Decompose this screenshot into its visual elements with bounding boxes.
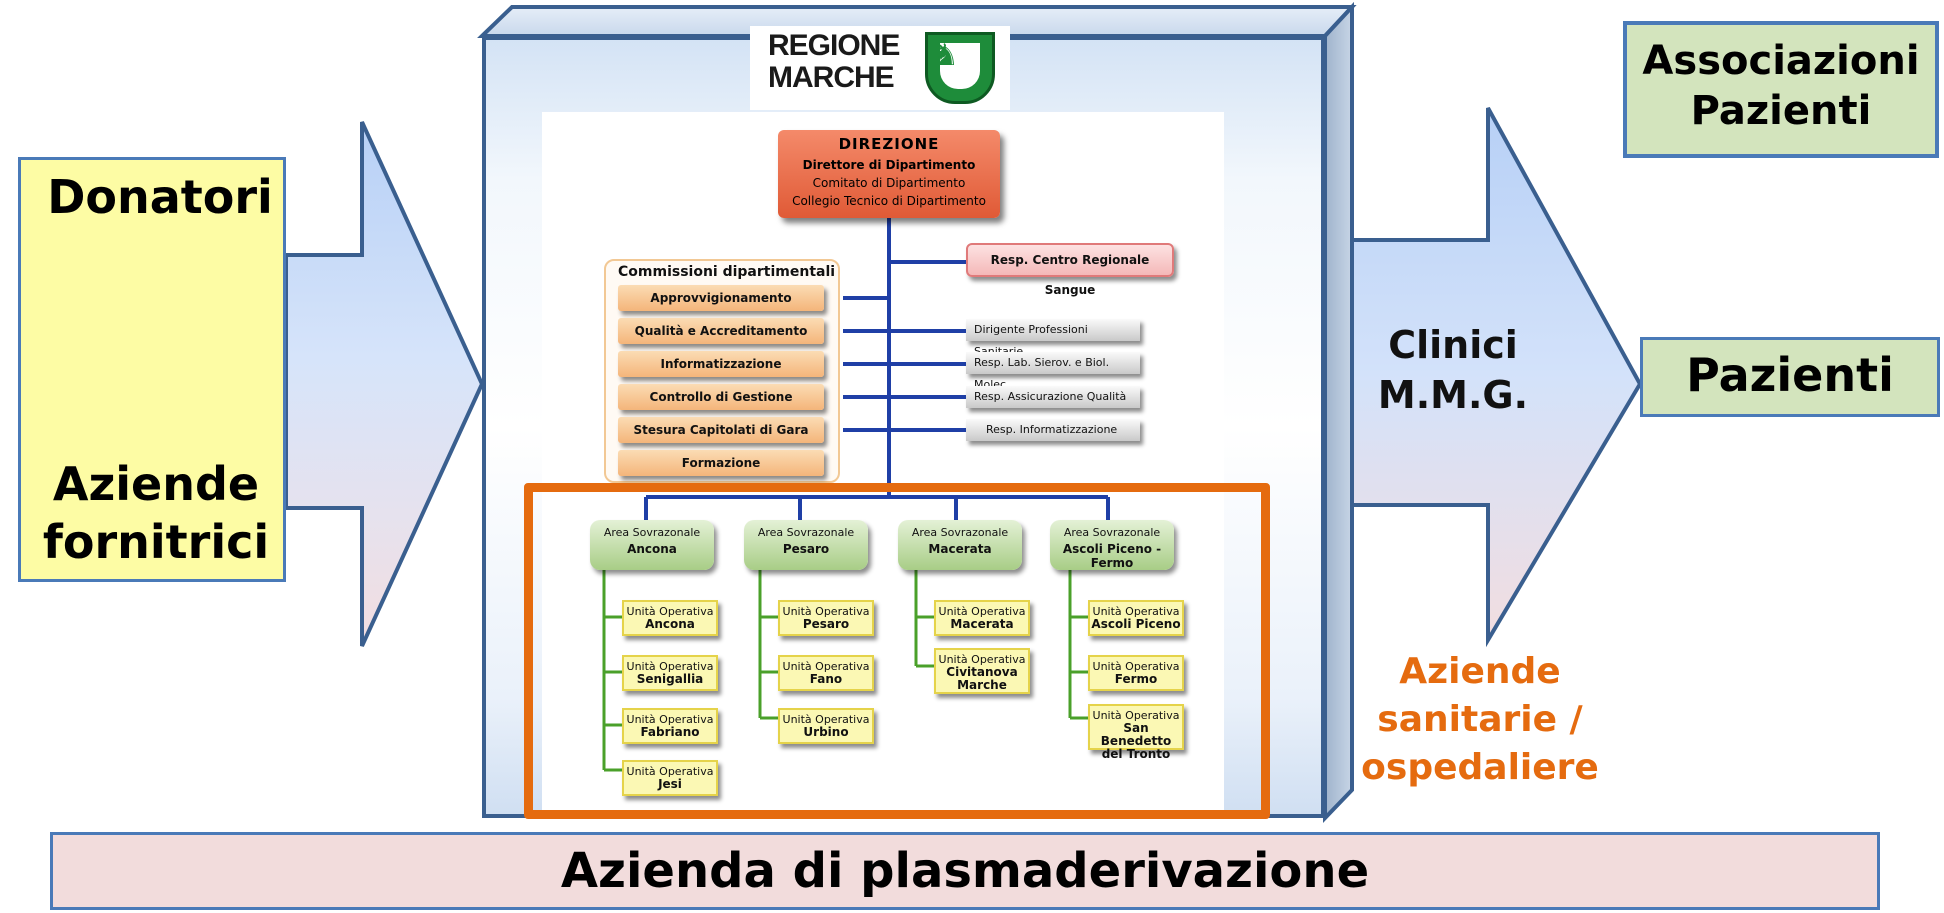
- unita-operativa: Unità Operativa Pesaro: [778, 600, 874, 636]
- area-name: Pesaro: [782, 542, 830, 556]
- commissione-item: Stesura Capitolati di Gara: [618, 417, 824, 443]
- staff-item: Resp. Informatizzazione: [966, 419, 1140, 441]
- unita-operativa: Unità Operativa Fano: [778, 655, 874, 691]
- unit-name: Senigallia: [636, 672, 704, 686]
- area-name: Ascoli Piceno - Fermo: [1062, 542, 1162, 570]
- resp-centro-regionale-sangue: Resp. Centro Regionale Sangue: [966, 243, 1174, 297]
- area-label: Area Sovrazonale: [1063, 526, 1161, 539]
- unit-label: Unità Operativa: [626, 713, 714, 726]
- unita-operativa: Unità Operativa Senigallia: [622, 655, 718, 691]
- unit-label: Unità Operativa: [782, 660, 870, 673]
- associazioni-pazienti-box: [1623, 21, 1939, 158]
- unit-name: Fabriano: [640, 725, 700, 739]
- unita-operativa: Unità Operativa Fermo: [1088, 655, 1184, 691]
- left-flow-arrow: [284, 121, 485, 647]
- unit-label: Unità Operativa: [782, 605, 870, 618]
- area-sovrazonale-ascoli-fermo: Area Sovrazonale Ascoli Piceno - Fermo: [1050, 520, 1174, 570]
- area-label: Area Sovrazonale: [603, 526, 701, 539]
- direzione-line3: Collegio Tecnico di Dipartimento: [792, 194, 986, 208]
- unita-operativa: Unità Operativa Ancona: [622, 600, 718, 636]
- unit-name: Jesi: [658, 777, 682, 791]
- pazienti-box: [1640, 337, 1940, 417]
- clinici-line2: M.M.G.: [1377, 373, 1529, 417]
- clinici-mmg-label: Clinici M.M.G.: [1348, 320, 1558, 420]
- unit-label: Unità Operativa: [626, 660, 714, 673]
- donatori-aziende-box: [18, 157, 286, 582]
- unita-operativa: Unità Operativa Ascoli Piceno: [1088, 600, 1184, 636]
- staff-item: Dirigente Professioni Sanitarie: [966, 319, 1140, 358]
- unit-name: Fano: [809, 672, 843, 686]
- unita-operativa: Unità Operativa San Benedetto del Tronto: [1088, 704, 1184, 761]
- unita-operativa: Unità Operativa Macerata: [934, 600, 1030, 636]
- unit-label: Unità Operativa: [626, 765, 714, 778]
- area-label: Area Sovrazonale: [911, 526, 1009, 539]
- logo-line2: MARCHE: [768, 61, 895, 94]
- right-flow-arrow: [1350, 107, 1643, 648]
- unit-name: Ascoli Piceno: [1091, 617, 1181, 631]
- aziende-sanitarie-highlight-frame: [524, 483, 1270, 819]
- unita-operativa: Unità Operativa Fabriano: [622, 708, 718, 744]
- area-sovrazonale-macerata: Area Sovrazonale Macerata: [898, 520, 1022, 570]
- unit-name: Fermo: [1114, 672, 1158, 686]
- unit-name: Civitanova Marche: [946, 665, 1018, 692]
- unit-label: Unità Operativa: [782, 713, 870, 726]
- center-box-side-face: [1323, 1, 1354, 823]
- unit-name: Pesaro: [802, 617, 850, 631]
- unit-label: Unità Operativa: [1092, 605, 1180, 618]
- area-name: Macerata: [928, 542, 992, 556]
- regione-marche-emblem-icon: ♞: [925, 32, 995, 104]
- direzione-title: DIREZIONE: [838, 135, 940, 153]
- commissioni-title: Commissioni dipartimentali: [618, 264, 836, 280]
- commissione-item: Formazione: [618, 450, 824, 476]
- direzione-line2: Comitato di Dipartimento: [812, 176, 966, 190]
- commissione-item: Approvvigionamento: [618, 285, 824, 311]
- logo-line1: REGIONE: [768, 29, 900, 62]
- area-label: Area Sovrazonale: [757, 526, 855, 539]
- direzione-box: DIREZIONE Direttore di Dipartimento Comi…: [778, 130, 1000, 218]
- aziende-sanitarie-label: Aziende sanitarie / ospedaliere: [1361, 651, 1599, 788]
- commissione-item: Qualità e Accreditamento: [618, 318, 824, 344]
- staff-item: Resp. Assicurazione Qualità: [966, 386, 1140, 408]
- unit-label: Unità Operativa: [1092, 660, 1180, 673]
- aziende-fornitrici-label: Aziende fornitrici: [42, 457, 270, 569]
- area-sovrazonale-pesaro: Area Sovrazonale Pesaro: [744, 520, 868, 570]
- unita-operativa: Unità Operativa Jesi: [622, 760, 718, 796]
- unit-name: Ancona: [645, 617, 695, 631]
- clinici-line1: Clinici: [1388, 323, 1518, 367]
- staff-item: Resp. Lab. Sierov. e Biol. Molec.: [966, 352, 1140, 391]
- direzione-line1: Direttore di Dipartimento: [802, 158, 976, 172]
- area-sovrazonale-ancona: Area Sovrazonale Ancona: [590, 520, 714, 570]
- azienda-plasmaderivazione-label: Azienda di plasmaderivazione: [560, 843, 1370, 899]
- azienda-plasmaderivazione-bar: [50, 832, 1880, 910]
- donatori-label: Donatori: [47, 170, 273, 224]
- unit-label: Unità Operativa: [938, 605, 1026, 618]
- unit-name: Urbino: [803, 725, 849, 739]
- area-name: Ancona: [627, 542, 677, 556]
- unita-operativa: Unità Operativa Civitanova Marche: [934, 648, 1030, 694]
- unit-name: Macerata: [950, 617, 1014, 631]
- logo-wordmark: REGIONE MARCHE: [768, 29, 900, 94]
- unit-label: Unità Operativa: [626, 605, 714, 618]
- associazioni-pazienti-label: Associazioni Pazienti: [1642, 38, 1920, 134]
- pazienti-label: Pazienti: [1686, 348, 1894, 402]
- unit-label: Unità Operativa: [938, 653, 1026, 666]
- unit-label: Unità Operativa: [1092, 709, 1180, 722]
- commissione-item: Controllo di Gestione: [618, 384, 824, 410]
- unit-name: San Benedetto del Tronto: [1100, 721, 1172, 761]
- commissione-item: Informatizzazione: [618, 351, 824, 377]
- unita-operativa: Unità Operativa Urbino: [778, 708, 874, 744]
